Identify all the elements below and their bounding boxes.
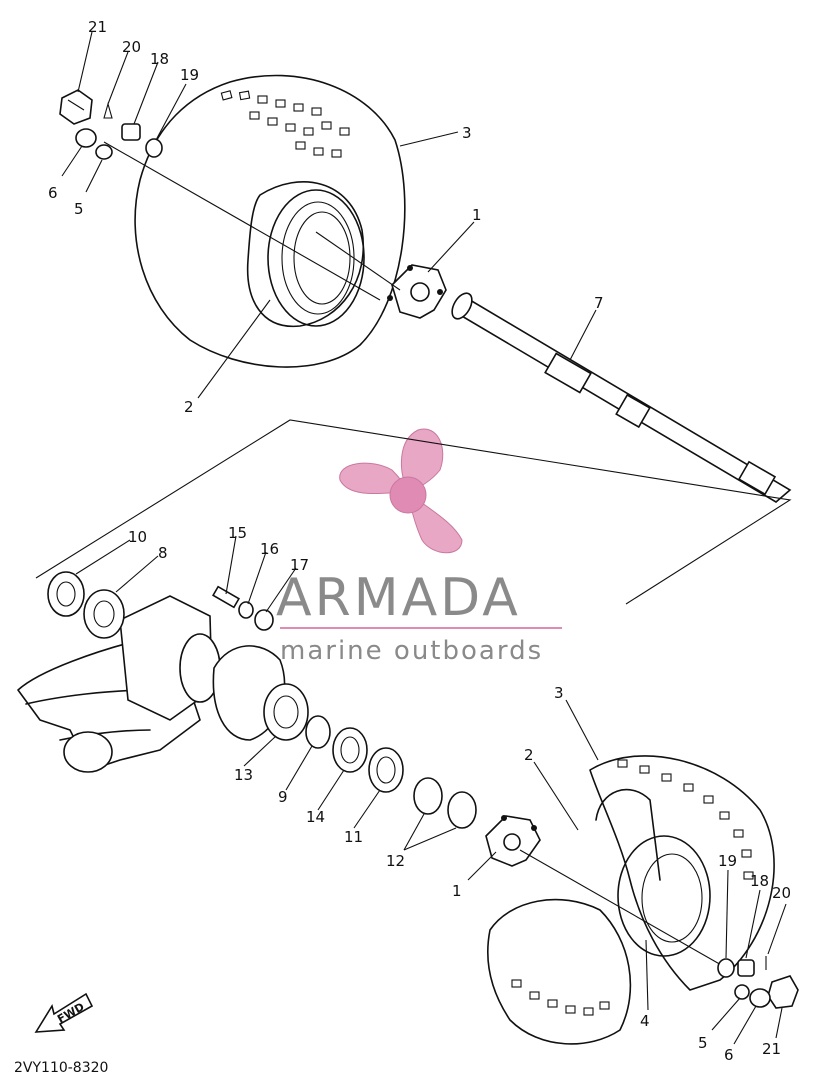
middle-leaders bbox=[75, 535, 457, 851]
upper-tire-sidewall bbox=[246, 181, 365, 328]
bearing-13 bbox=[263, 683, 309, 741]
lower-rim bbox=[617, 835, 711, 957]
upper-cotter-pin bbox=[103, 101, 113, 119]
callout-labels: 21 20 18 19 6 5 3 1 7 2 10 8 15 16 17 13… bbox=[48, 18, 791, 1064]
upper-castle-nut bbox=[121, 123, 141, 141]
callout-lower-20: 20 bbox=[772, 884, 791, 902]
callout-lower-18: 18 bbox=[750, 872, 769, 890]
drawing-code: 2VY110-8320 bbox=[14, 1060, 108, 1076]
upper-tread bbox=[220, 90, 350, 158]
callout-mid-14: 14 bbox=[306, 808, 325, 826]
callout-upper-5: 5 bbox=[74, 200, 84, 218]
nut-17 bbox=[254, 609, 274, 631]
callout-mid-17: 17 bbox=[290, 556, 309, 574]
upper-wheel-cap bbox=[59, 89, 93, 125]
lower-washer-19 bbox=[717, 958, 735, 978]
callout-mid-13: 13 bbox=[234, 766, 253, 784]
callout-mid-9: 9 bbox=[278, 788, 288, 806]
callout-lower-3: 3 bbox=[554, 684, 564, 702]
callout-upper-7: 7 bbox=[594, 294, 604, 312]
upper-washer-5 bbox=[95, 144, 113, 160]
callout-upper-6: 6 bbox=[48, 184, 58, 202]
callout-mid-12: 12 bbox=[386, 852, 405, 870]
oil-seal-11 bbox=[368, 747, 404, 793]
oil-seal-14 bbox=[332, 727, 368, 773]
callout-upper-18: 18 bbox=[150, 50, 169, 68]
lower-nut-6 bbox=[749, 988, 771, 1008]
upper-leaders bbox=[61, 31, 597, 399]
lower-tread bbox=[511, 759, 754, 1016]
callout-lower-21: 21 bbox=[762, 1040, 781, 1058]
callout-lower-19: 19 bbox=[718, 852, 737, 870]
nut-12b bbox=[447, 791, 477, 829]
upper-washer-19 bbox=[145, 138, 163, 158]
lower-castle-nut bbox=[737, 959, 755, 977]
callout-lower-2: 2 bbox=[524, 746, 534, 764]
brand-name: ARMADA bbox=[276, 568, 521, 628]
collar-9 bbox=[305, 715, 331, 749]
lower-hub bbox=[485, 815, 541, 867]
callout-mid-15: 15 bbox=[228, 524, 247, 542]
callout-lower-5: 5 bbox=[698, 1034, 708, 1052]
rear-axle bbox=[451, 292, 792, 503]
lower-washer-5 bbox=[734, 984, 750, 1000]
armada-logo: ARMADA marine outboards bbox=[276, 428, 562, 666]
upper-rim bbox=[267, 189, 365, 327]
callout-mid-10: 10 bbox=[128, 528, 147, 546]
callout-upper-3: 3 bbox=[462, 124, 472, 142]
propeller-logo-icon bbox=[339, 428, 463, 554]
lower-tire-near bbox=[487, 898, 632, 1045]
nut-12a bbox=[413, 777, 443, 815]
lower-wheel-assembly bbox=[467, 699, 799, 1045]
swingarm bbox=[17, 639, 201, 771]
bolt-15 bbox=[212, 585, 240, 609]
lower-wheel-cap bbox=[767, 975, 799, 1009]
upper-rim-hole bbox=[293, 211, 351, 305]
callout-upper-21: 21 bbox=[88, 18, 107, 36]
upper-nut-6 bbox=[75, 128, 97, 148]
brand-tagline: marine outboards bbox=[280, 636, 543, 666]
callout-upper-20: 20 bbox=[122, 38, 141, 56]
forward-arrow-icon: FWD bbox=[34, 992, 94, 1033]
upper-wheel-assembly bbox=[59, 31, 792, 503]
callout-lower-1: 1 bbox=[452, 882, 462, 900]
bearing-8 bbox=[83, 589, 125, 639]
upper-tire bbox=[134, 74, 406, 368]
callout-lower-6: 6 bbox=[724, 1046, 734, 1064]
assembly-boundary bbox=[35, 419, 792, 605]
callout-upper-2: 2 bbox=[184, 398, 194, 416]
callout-upper-19: 19 bbox=[180, 66, 199, 84]
callout-lower-4: 4 bbox=[640, 1012, 650, 1030]
callout-mid-8: 8 bbox=[158, 544, 168, 562]
upper-hub bbox=[387, 264, 447, 319]
washer-16 bbox=[238, 601, 254, 619]
upper-rim-inner bbox=[281, 201, 355, 315]
callout-upper-1: 1 bbox=[472, 206, 482, 224]
lower-leaders bbox=[467, 699, 787, 1045]
oil-seal-10 bbox=[47, 571, 85, 617]
axle-housing-assembly bbox=[17, 535, 477, 851]
swingarm-pivot bbox=[63, 731, 113, 773]
callout-mid-16: 16 bbox=[260, 540, 279, 558]
callout-mid-11: 11 bbox=[344, 828, 363, 846]
